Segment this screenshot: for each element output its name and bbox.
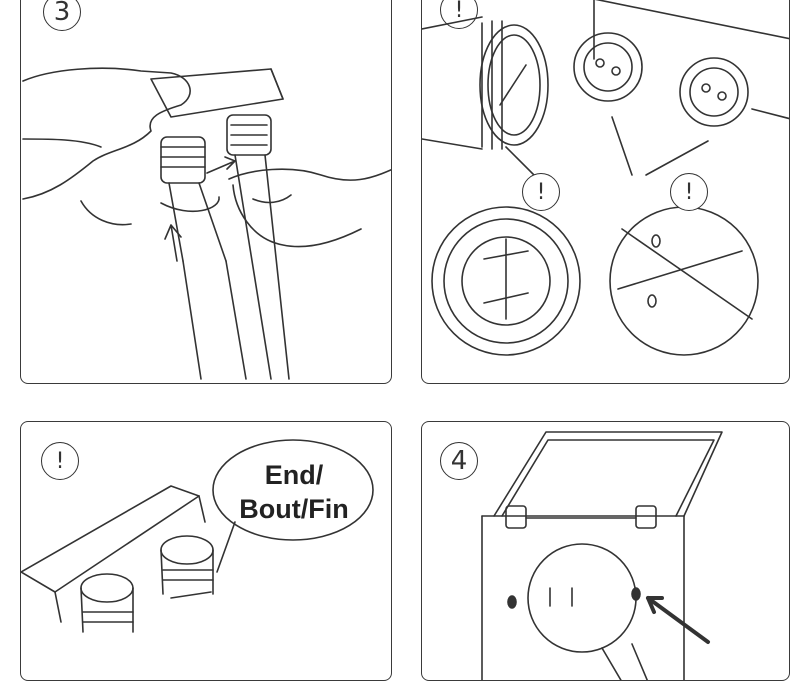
end-label: End/ Bout/Fin [224, 458, 364, 526]
panel-connector-detail: ! [421, 0, 790, 384]
outlet-illustration [481, 431, 723, 680]
warning-callout-right: ! [670, 173, 708, 211]
panel-step-3: 3 [20, 0, 392, 384]
panel-step-4: 4 [421, 421, 790, 681]
panel-end-cap: ! End/ Bout/Fin [20, 421, 392, 681]
end-label-line1: End/ [264, 460, 324, 490]
end-label-line2: Bout/Fin [239, 494, 349, 524]
step-number-badge: 3 [43, 0, 81, 31]
end-cap-illustration [21, 439, 374, 633]
warning-callout-left: ! [522, 173, 560, 211]
connector-pins-illustration [422, 0, 789, 356]
warning-badge: ! [41, 442, 79, 480]
connect-plug-illustration [22, 67, 391, 380]
step-number-badge: 4 [440, 442, 478, 480]
